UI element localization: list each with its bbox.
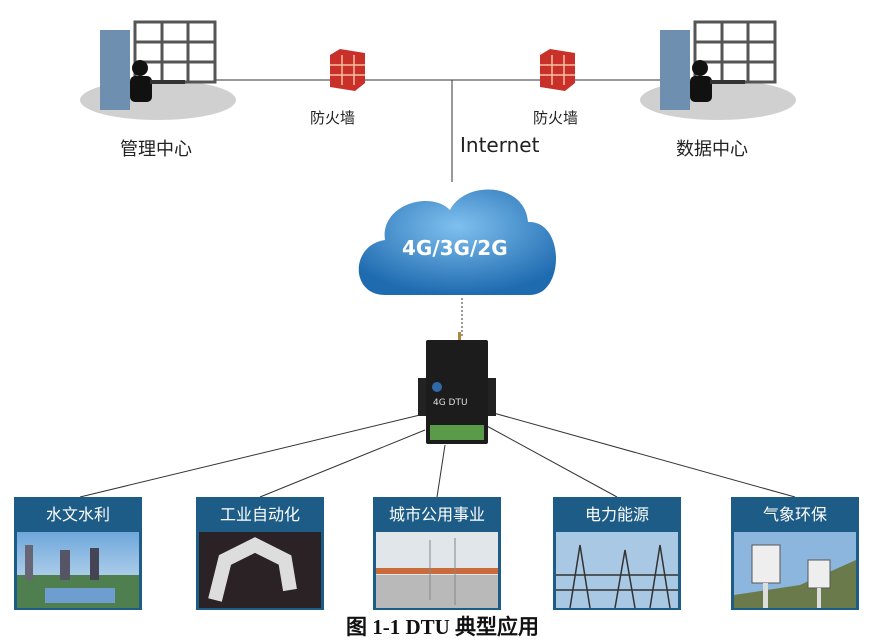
app-label: 城市公用事业	[388, 505, 485, 524]
industrial-automation-image	[199, 532, 321, 608]
app-label: 工业自动化	[219, 505, 300, 524]
app-hydrology: 水文水利	[14, 497, 142, 532]
cloud-label: 4G/3G/2G	[402, 236, 508, 260]
app-industrial-automation: 工业自动化	[196, 497, 324, 532]
weather-environment-image	[734, 532, 856, 608]
firewall-left-icon	[330, 49, 365, 91]
firewall-right-label: 防火墙	[533, 109, 579, 127]
app-weather-environment: 气象环保	[731, 497, 859, 532]
management-center-label: 管理中心	[120, 139, 192, 160]
internet-label: Internet	[460, 133, 540, 157]
device-name: 4G DTU	[433, 398, 468, 408]
app-label: 水文水利	[45, 505, 110, 524]
firewall-right-icon	[540, 49, 575, 91]
public-utility-image	[376, 532, 498, 608]
figure-caption: 图 1-1 DTU 典型应用	[345, 615, 540, 639]
power-energy-image	[556, 532, 678, 609]
hydrology-image	[17, 532, 139, 608]
management-center-icon	[80, 20, 236, 120]
data-center-icon	[640, 20, 796, 120]
connection-lines	[79, 79, 796, 498]
dtu-device-icon	[418, 332, 496, 444]
cloud-icon	[358, 189, 557, 295]
data-center-label: 数据中心	[676, 139, 748, 160]
app-power-energy: 电力能源	[553, 497, 681, 532]
app-public-utility: 城市公用事业	[373, 497, 501, 532]
app-label: 电力能源	[584, 505, 649, 524]
firewall-left-label: 防火墙	[310, 109, 356, 127]
app-label: 气象环保	[762, 505, 827, 524]
